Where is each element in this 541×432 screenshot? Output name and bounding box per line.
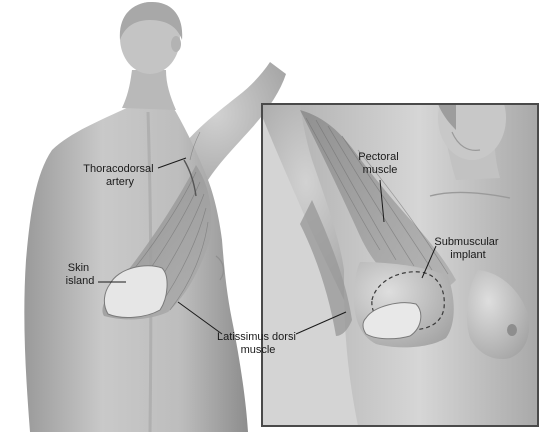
thoracodorsal-artery-line-1: Thoracodorsal — [83, 163, 153, 175]
submuscular-implant-line-2: implant — [450, 249, 485, 261]
submuscular-implant-line-1: Submuscular — [434, 236, 499, 248]
svg-text:Pectoral muscle: Pectoral muscle — [358, 151, 401, 176]
natural-nipple — [507, 324, 517, 336]
pectoral-muscle-line-1: Pectoral — [358, 151, 398, 163]
skin-island-line-1: Skin — [68, 262, 89, 274]
latissimus-dorsi-line-2: muscle — [241, 344, 276, 356]
pectoral-muscle-line-2: muscle — [363, 164, 398, 176]
back-ear — [171, 36, 181, 52]
thoracodorsal-artery-line-2: artery — [106, 176, 135, 188]
latissimus-dorsi-line-1: Latissimus dorsi — [217, 331, 296, 343]
front-view-inset — [262, 76, 538, 426]
svg-text:Skin island: Skin island — [66, 262, 95, 287]
skin-island-line-2: island — [66, 275, 95, 287]
